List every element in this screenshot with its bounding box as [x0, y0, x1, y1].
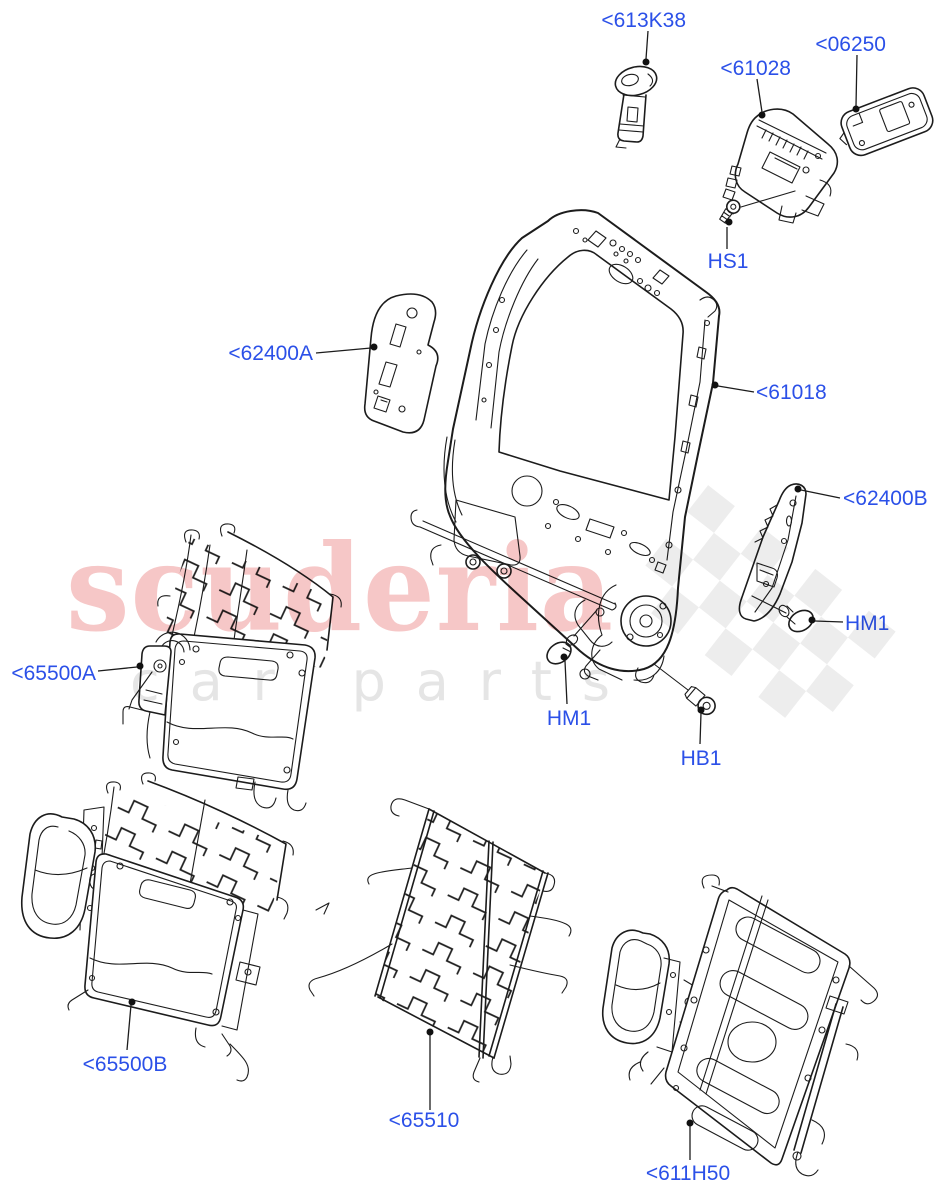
frame-cross-rod [410, 509, 617, 611]
frame-foot-bracket [430, 499, 521, 579]
part-bracket-61028 [722, 108, 839, 224]
lumbar-actuator [128, 631, 191, 759]
checkered-flag-watermark [645, 485, 896, 718]
part-plate-06250 [839, 87, 934, 157]
part-spring-assembly-65500B [21, 772, 330, 1082]
part-label-62400B[interactable]: <62400B [843, 487, 928, 510]
watermark-subtext: car parts [130, 650, 610, 713]
part-labels: <613K38 <61028 <06250 HS1 <62400A <61018… [11, 9, 927, 1185]
part-label-HS1[interactable]: HS1 [708, 250, 749, 273]
part-grommet-hm1-mid [546, 634, 579, 665]
part-label-HM1-mid[interactable]: HM1 [547, 707, 591, 730]
part-label-65510[interactable]: <65510 [389, 1109, 460, 1132]
part-pin-613K38 [614, 65, 658, 149]
hs1-assembly-line [740, 190, 796, 208]
watermark: scuderia car parts [66, 485, 896, 718]
hm1-mid-assembly-line [573, 609, 598, 637]
watermark-brand-text: scuderia [66, 518, 614, 659]
part-label-06250[interactable]: <06250 [815, 33, 886, 56]
part-screw-hs1 [719, 199, 741, 224]
part-spring-assembly-65500A [122, 523, 342, 812]
part-label-65500B[interactable]: <65500B [83, 1053, 168, 1076]
part-label-65500A[interactable]: <65500A [11, 662, 96, 685]
part-label-62400A[interactable]: <62400A [228, 342, 313, 365]
leader-lines [97, 30, 860, 1160]
part-frame-61018 [410, 209, 721, 684]
part-shield-62400A [363, 293, 439, 434]
part-label-611H50[interactable]: <611H50 [646, 1162, 730, 1185]
part-label-61028[interactable]: <61028 [720, 57, 791, 80]
part-back-panel-611H50 [601, 874, 879, 1177]
frame-top-holes [572, 227, 670, 297]
part-label-61018[interactable]: <61018 [756, 381, 827, 404]
part-spring-mat-65510 [308, 798, 572, 1083]
part-label-613K38[interactable]: <613K38 [601, 9, 686, 32]
hb1-assembly-line [653, 663, 689, 691]
part-label-HB1[interactable]: HB1 [681, 747, 722, 770]
